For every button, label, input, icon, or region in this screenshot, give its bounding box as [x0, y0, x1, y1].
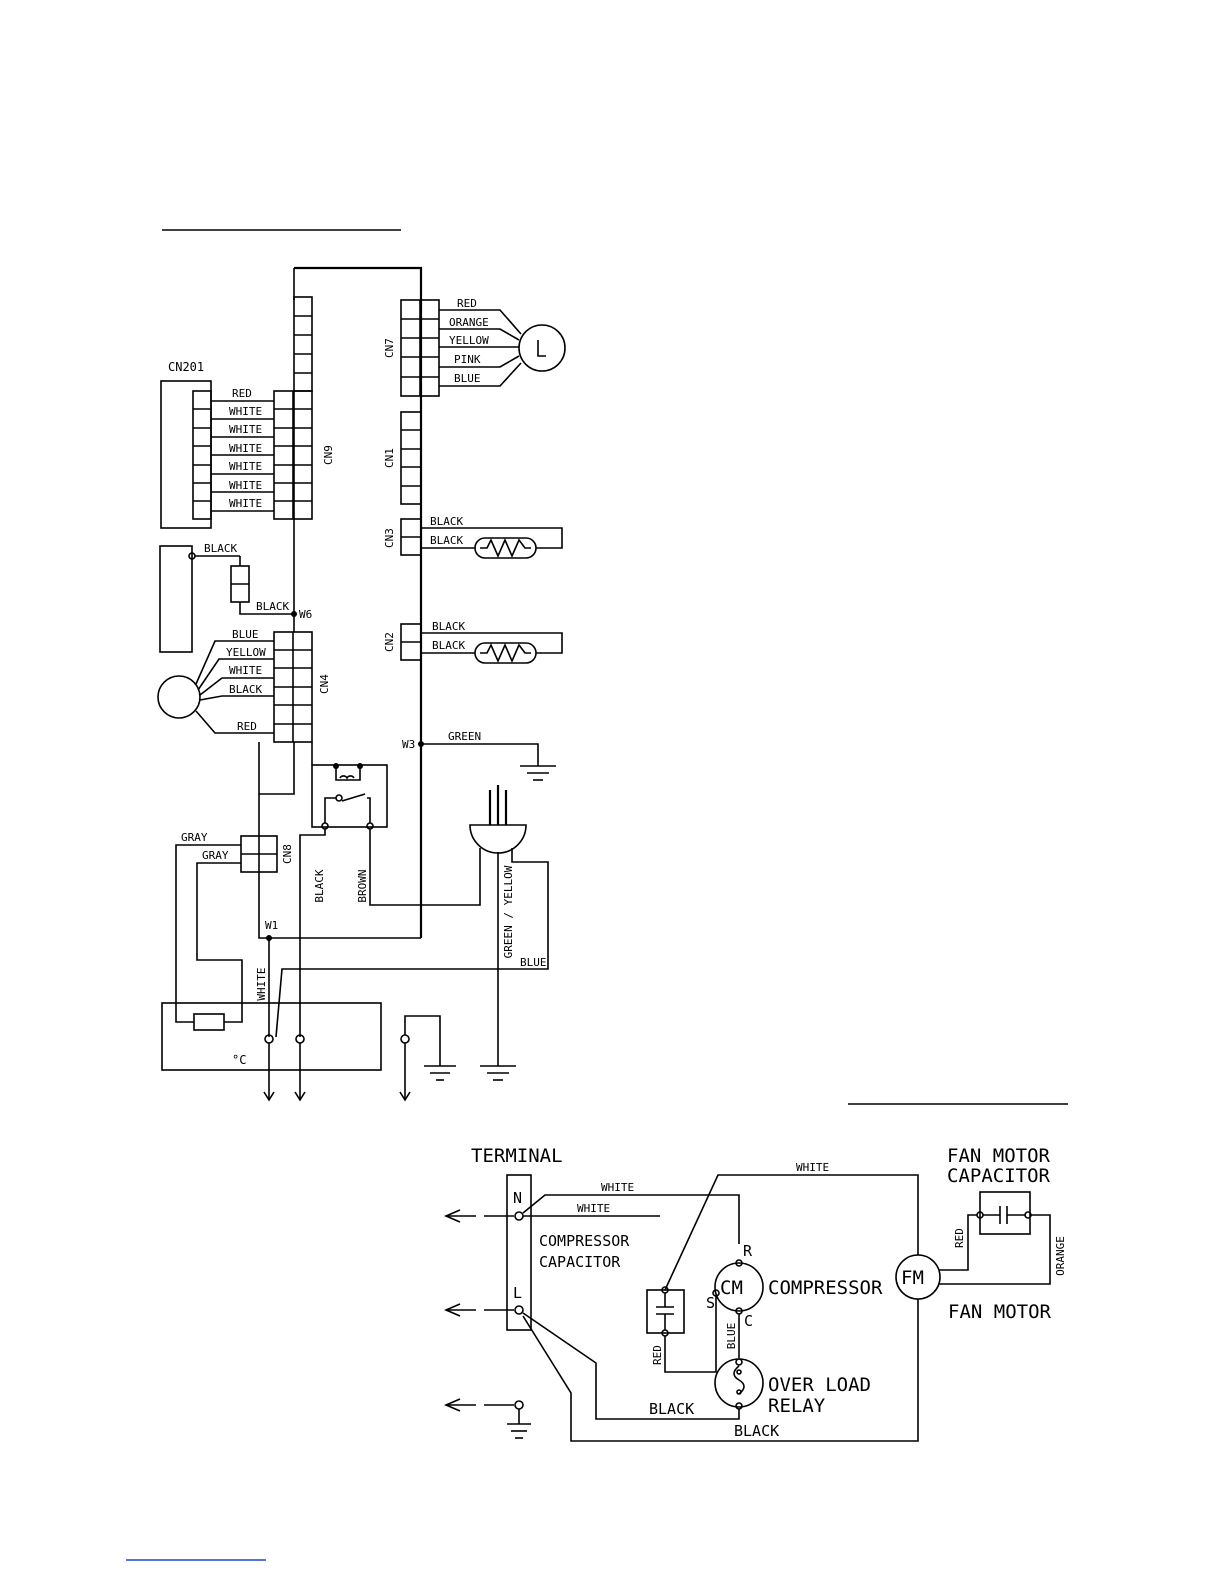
fan-motor-label: FAN MOTOR [948, 1301, 1052, 1323]
cn4-wire-5: RED [237, 720, 257, 733]
white-low-label: WHITE [577, 1202, 610, 1215]
cn201-connector: CN201 RED WHITE WHITE WHITE WHITE WHITE … [160, 360, 274, 529]
cn3-connector: CN3 BLACK BLACK [383, 515, 563, 559]
black-wire-label: BLACK [313, 869, 326, 902]
cn201-wire-1: RED [232, 387, 252, 400]
green-yellow-wire-label: GREEN / YELLOW [502, 865, 515, 958]
compressor-motor [714, 1262, 764, 1312]
ground-icon-left [424, 1065, 456, 1081]
ground-wire-label: GREEN [448, 730, 481, 743]
cn3-label: CN3 [383, 528, 396, 548]
white-top-label: WHITE [796, 1161, 829, 1174]
ground-icon-board [520, 765, 556, 781]
power-plug [469, 785, 527, 854]
w1-label: W1 [265, 919, 278, 932]
blue-c-label: BLUE [725, 1323, 738, 1350]
cn201-wire-6: WHITE [229, 479, 262, 492]
control-board [293, 266, 423, 938]
cn8-wire-1: GRAY [181, 831, 208, 844]
fan-motor-capacitor-label-2: CAPACITOR [947, 1165, 1051, 1187]
fm-label: FM [901, 1267, 924, 1289]
red-fan-label: RED [953, 1228, 966, 1248]
cn4-wire-1: BLUE [232, 628, 259, 641]
cn7-wire-3: YELLOW [449, 334, 489, 347]
aux-component: BLACK BLACK [159, 542, 294, 653]
brown-wire-label: BROWN [356, 869, 369, 902]
compressor-capacitor-label-1: COMPRESSOR [539, 1232, 630, 1250]
cn2-wire-2: BLACK [432, 639, 465, 652]
cn3-wire-2: BLACK [430, 534, 463, 547]
black-2-label: BLACK [734, 1422, 779, 1440]
terminal-l-label: L [513, 1284, 522, 1302]
cn4-wire-2: YELLOW [226, 646, 266, 659]
cn2-wire-1: BLACK [432, 620, 465, 633]
cn7-wire-2: ORANGE [449, 316, 489, 329]
s-label: S [706, 1294, 715, 1312]
cn7-wire-4: PINK [454, 353, 481, 366]
cn3-wire-1: BLACK [430, 515, 463, 528]
cn7-connector: CN7 RED ORANGE YELLOW PINK BLUE [383, 297, 566, 397]
cn1-label: CN1 [383, 448, 396, 468]
cn7-label: CN7 [383, 338, 396, 358]
ground-icon-right [480, 1065, 516, 1081]
overload-label-1: OVER LOAD [768, 1374, 871, 1396]
white-wire-label: WHITE [255, 967, 268, 1000]
fan-motor-capacitor [976, 1191, 1032, 1235]
ground-icon-lower [507, 1423, 531, 1439]
cn4-wire-4: BLACK [229, 683, 262, 696]
cn7-wire-1: RED [457, 297, 477, 310]
cn9-connector: CN9 [273, 296, 335, 520]
compressor-label: COMPRESSOR [768, 1277, 883, 1299]
cn2-connector: CN2 BLACK BLACK [383, 620, 563, 664]
overload-label-2: RELAY [768, 1395, 826, 1417]
compressor-capacitor [646, 1286, 685, 1337]
cn7-wire-5: BLUE [454, 372, 481, 385]
black-1-label: BLACK [649, 1400, 694, 1418]
terminal-n-label: N [513, 1189, 522, 1207]
white-mid-label: WHITE [601, 1181, 634, 1194]
c-label: C [744, 1312, 753, 1330]
cn201-wire-5: WHITE [229, 460, 262, 473]
stepping-motor [518, 324, 566, 372]
r-label: R [743, 1242, 753, 1260]
w6-junction [291, 611, 297, 617]
aux-top-label: BLACK [204, 542, 237, 555]
red-cap-label: RED [651, 1345, 664, 1365]
fan-motor-capacitor-label-1: FAN MOTOR [947, 1145, 1051, 1167]
swing-motor [157, 675, 201, 719]
blue-wire-label: BLUE [520, 956, 547, 969]
fan-motor [895, 1254, 941, 1300]
cn4-wire-3: WHITE [229, 664, 262, 677]
terminal-block [506, 1174, 532, 1331]
compressor-capacitor-label-2: CAPACITOR [539, 1253, 621, 1271]
w6-label: W6 [299, 608, 312, 621]
thermostat-symbol: °C [232, 1053, 246, 1067]
cn201-label: CN201 [168, 360, 204, 374]
aux-bottom-label: BLACK [256, 600, 289, 613]
room-temp-sensor [474, 537, 537, 559]
cn201-wire-3: WHITE [229, 423, 262, 436]
thermostat-box: °C [161, 1002, 382, 1071]
terminal-title: TERMINAL [471, 1145, 563, 1167]
cm-label: CM [720, 1277, 743, 1299]
w3-label: W3 [402, 738, 415, 751]
cn201-wire-2: WHITE [229, 405, 262, 418]
cn4-label: CN4 [318, 674, 331, 694]
cn8-label: CN8 [281, 844, 294, 864]
cn4-connector: CN4 BLUE YELLOW WHITE BLACK RED [157, 628, 331, 743]
pipe-temp-sensor [474, 642, 537, 664]
fuse-icon [193, 1013, 225, 1031]
cn9-label: CN9 [322, 445, 335, 465]
cn2-label: CN2 [383, 632, 396, 652]
orange-fan-label: ORANGE [1054, 1236, 1067, 1276]
cn201-wire-4: WHITE [229, 442, 262, 455]
cn201-wire-7: WHITE [229, 497, 262, 510]
cn1-connector: CN1 [383, 411, 422, 505]
cn8-wire-2: GRAY [202, 849, 229, 862]
relay-switch [311, 763, 388, 830]
